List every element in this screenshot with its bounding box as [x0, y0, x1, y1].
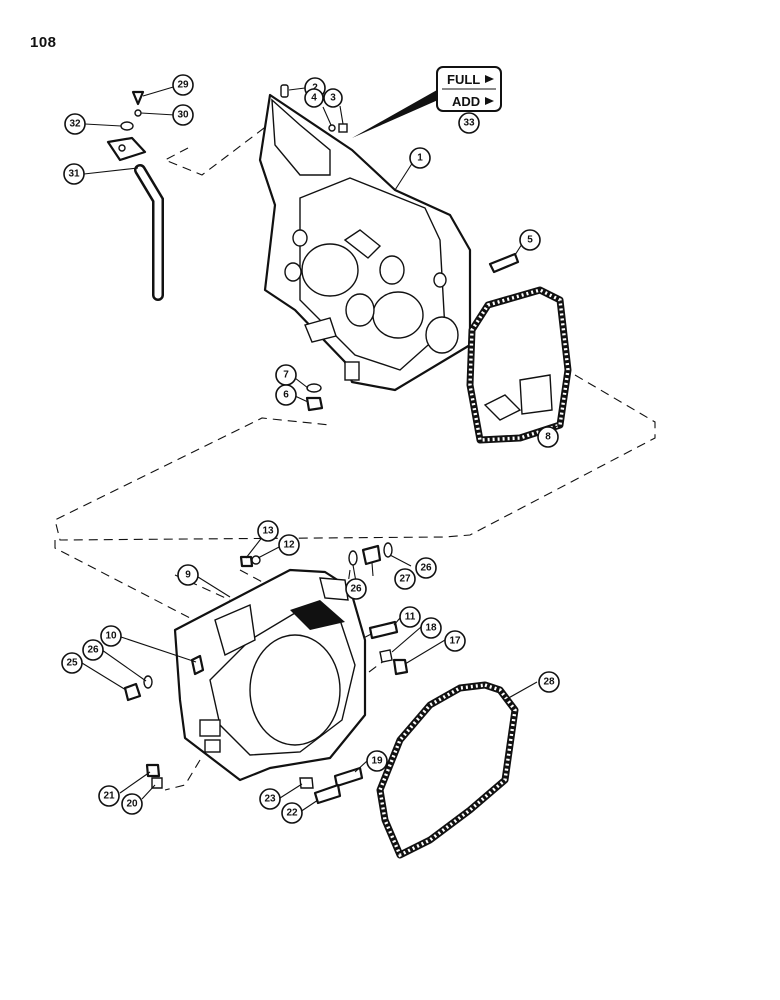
svg-text:26: 26	[420, 563, 432, 574]
callout-25: 25	[61, 652, 83, 674]
callout-19: 19	[366, 750, 388, 772]
svg-text:29: 29	[177, 80, 189, 91]
callout-4: 4	[304, 88, 324, 108]
svg-text:5: 5	[527, 235, 533, 246]
callout-26-upper-right: 26	[415, 557, 437, 579]
svg-text:21: 21	[103, 791, 115, 802]
svg-text:30: 30	[177, 110, 189, 121]
callout-29: 29	[172, 74, 194, 96]
callout-6: 6	[275, 384, 297, 406]
callout-20: 20	[121, 793, 143, 815]
svg-text:22: 22	[286, 808, 298, 819]
callout-21: 21	[98, 785, 120, 807]
svg-text:31: 31	[68, 169, 80, 180]
callout-11: 11	[399, 606, 421, 628]
svg-text:26: 26	[350, 584, 362, 595]
svg-text:1: 1	[417, 153, 423, 164]
callout-7: 7	[275, 364, 297, 386]
bushing-27	[361, 544, 382, 566]
bolt-22	[313, 783, 342, 805]
stud-5	[488, 252, 520, 274]
nut-3	[338, 123, 348, 133]
callout-22: 22	[281, 802, 303, 824]
leader-lines	[81, 84, 561, 813]
pin-10	[190, 654, 205, 676]
svg-text:6: 6	[283, 390, 289, 401]
lockwasher-23	[299, 777, 314, 789]
washer-30	[134, 109, 142, 117]
svg-text:12: 12	[283, 540, 295, 551]
washer-4	[328, 124, 336, 132]
callout-32: 32	[64, 113, 86, 135]
svg-text:7: 7	[283, 370, 289, 381]
callout-31: 31	[63, 163, 85, 185]
lockwasher-7	[306, 383, 322, 393]
transmission-gasket	[466, 286, 572, 444]
svg-text:18: 18	[425, 623, 437, 634]
nut-21	[145, 763, 161, 778]
callout-18: 18	[420, 617, 442, 639]
svg-text:8: 8	[545, 432, 551, 443]
callout-28: 28	[538, 671, 560, 693]
lockwasher-18	[379, 649, 393, 663]
callout-26-left: 26	[82, 639, 104, 661]
callout-5: 5	[519, 229, 541, 251]
callout-23: 23	[259, 788, 281, 810]
oring-26-a	[348, 550, 358, 566]
svg-text:13: 13	[262, 526, 274, 537]
svg-text:10: 10	[105, 631, 117, 642]
svg-text:3: 3	[330, 93, 336, 104]
svg-text:17: 17	[449, 636, 461, 647]
nut-6	[305, 396, 324, 412]
callout-10: 10	[100, 625, 122, 647]
dowel-pin-2	[280, 84, 289, 98]
add-mark-label: ADD	[452, 94, 480, 109]
svg-text:4: 4	[311, 93, 317, 104]
washer-32	[120, 121, 134, 131]
svg-text:19: 19	[371, 756, 383, 767]
clutch-housing	[173, 568, 367, 782]
oring-26-c	[143, 675, 153, 689]
nut-13	[239, 555, 254, 568]
svg-text:28: 28	[543, 677, 555, 688]
svg-text:32: 32	[69, 119, 81, 130]
callout-13: 13	[257, 520, 279, 542]
svg-text:11: 11	[405, 612, 416, 623]
oring-26-b	[383, 542, 393, 558]
nut-17	[392, 658, 409, 676]
dipstick-level-label: FULL ADD	[436, 66, 502, 112]
housing-gasket	[376, 681, 519, 859]
callout-3: 3	[323, 88, 343, 108]
svg-text:2: 2	[312, 83, 318, 94]
svg-text:9: 9	[185, 570, 191, 581]
callout-30: 30	[172, 104, 194, 126]
callout-8: 8	[537, 426, 559, 448]
callout-26-upper-left: 26	[345, 578, 367, 600]
callout-1: 1	[409, 147, 431, 169]
page-number: 108	[30, 34, 57, 51]
dipstick-tube	[106, 136, 164, 301]
svg-text:23: 23	[264, 794, 276, 805]
screw-29	[131, 90, 145, 106]
full-mark-label: FULL	[447, 72, 480, 87]
bolt-11	[368, 620, 399, 640]
callout-17: 17	[444, 630, 466, 652]
callout-33: 33	[458, 112, 480, 134]
bolt-19	[333, 766, 364, 788]
svg-text:26: 26	[87, 645, 99, 656]
plug-25	[123, 682, 142, 702]
callout-9: 9	[177, 564, 199, 586]
svg-text:27: 27	[399, 574, 411, 585]
svg-text:25: 25	[66, 658, 78, 669]
svg-text:33: 33	[463, 118, 475, 129]
callout-12: 12	[278, 534, 300, 556]
svg-text:20: 20	[126, 799, 138, 810]
callout-27: 27	[394, 568, 416, 590]
transmission-housing	[258, 93, 472, 392]
